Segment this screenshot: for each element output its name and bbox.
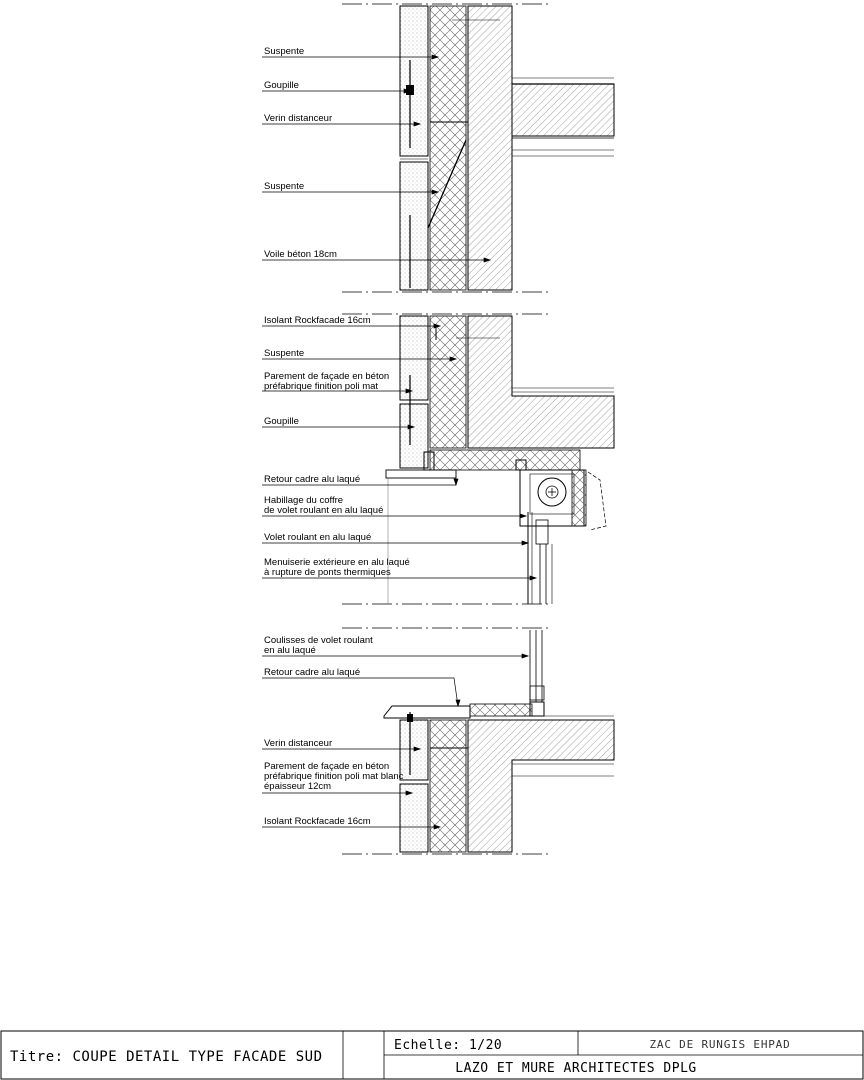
wall-section-middle (342, 313, 615, 605)
callout-voile-beton: Voile béton 18cm (264, 249, 337, 260)
callout-parement-2: Parement de façade en béton préfabrique … (264, 761, 406, 792)
callout-isolant-1: Isolant Rockfacade 16cm (264, 315, 371, 326)
callout-parement-1: Parement de façade en béton préfabrique … (264, 371, 392, 392)
wall-section-top (342, 3, 615, 293)
callout-suspente-1: Suspente (264, 46, 304, 57)
wall-section-bottom (342, 627, 615, 855)
drawing-title: Titre: COUPE DETAIL TYPE FACADE SUD (10, 1049, 323, 1065)
callout-labels: Suspente Goupille Verin distanceur Suspe… (264, 46, 412, 827)
drawing-scale: Echelle: 1/20 (394, 1038, 502, 1053)
callout-habillage: Habillage du coffre de volet roulant en … (264, 495, 383, 516)
callout-retour-1: Retour cadre alu laqué (264, 474, 360, 485)
callout-suspente-2: Suspente (264, 181, 304, 192)
callout-menuiserie: Menuiserie extérieure en alu laqué à rup… (264, 557, 412, 578)
callout-leaders (262, 54, 538, 830)
title-block: Titre: COUPE DETAIL TYPE FACADE SUD Eche… (0, 1030, 864, 1080)
callout-goupille-2: Goupille (264, 416, 299, 427)
callout-volet: Volet roulant en alu laqué (264, 532, 371, 543)
project-name: ZAC DE RUNGIS EHPAD (649, 1038, 790, 1051)
callout-verin-1: Verin distanceur (264, 113, 332, 124)
callout-goupille-1: Goupille (264, 80, 299, 91)
callout-isolant-2: Isolant Rockfacade 16cm (264, 816, 371, 827)
callout-coulisses: Coulisses de volet roulant en alu laqué (264, 635, 375, 656)
architect-name: LAZO ET MURE ARCHITECTES DPLG (455, 1061, 696, 1076)
callout-retour-2: Retour cadre alu laqué (264, 667, 360, 678)
callout-suspente-3: Suspente (264, 348, 304, 359)
callout-verin-2: Verin distanceur (264, 738, 332, 749)
